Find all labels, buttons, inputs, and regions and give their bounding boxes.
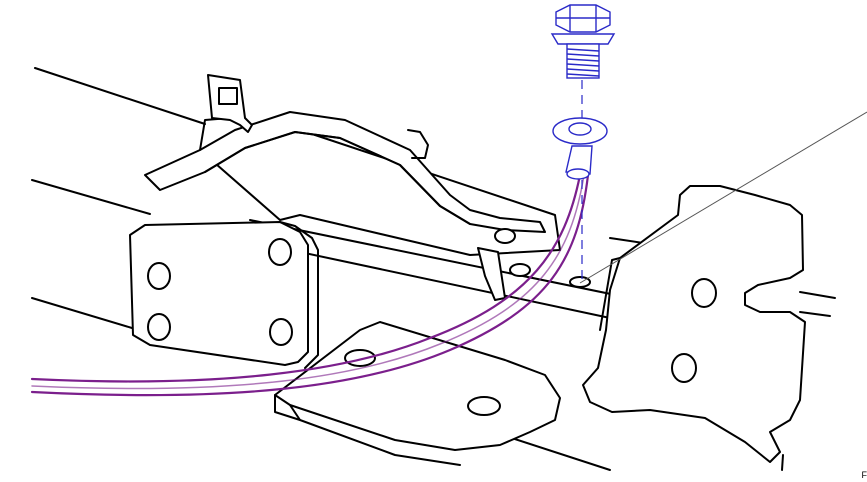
mounting-plate <box>274 321 561 466</box>
bracket-plate <box>129 221 319 369</box>
ground-cable <box>30 173 590 397</box>
figure-code: F <box>861 470 867 480</box>
leader-line <box>579 111 867 284</box>
ring-terminal <box>552 117 608 180</box>
support-strap <box>144 74 546 301</box>
flange-bolt <box>550 4 616 79</box>
right-bracket <box>569 185 806 471</box>
